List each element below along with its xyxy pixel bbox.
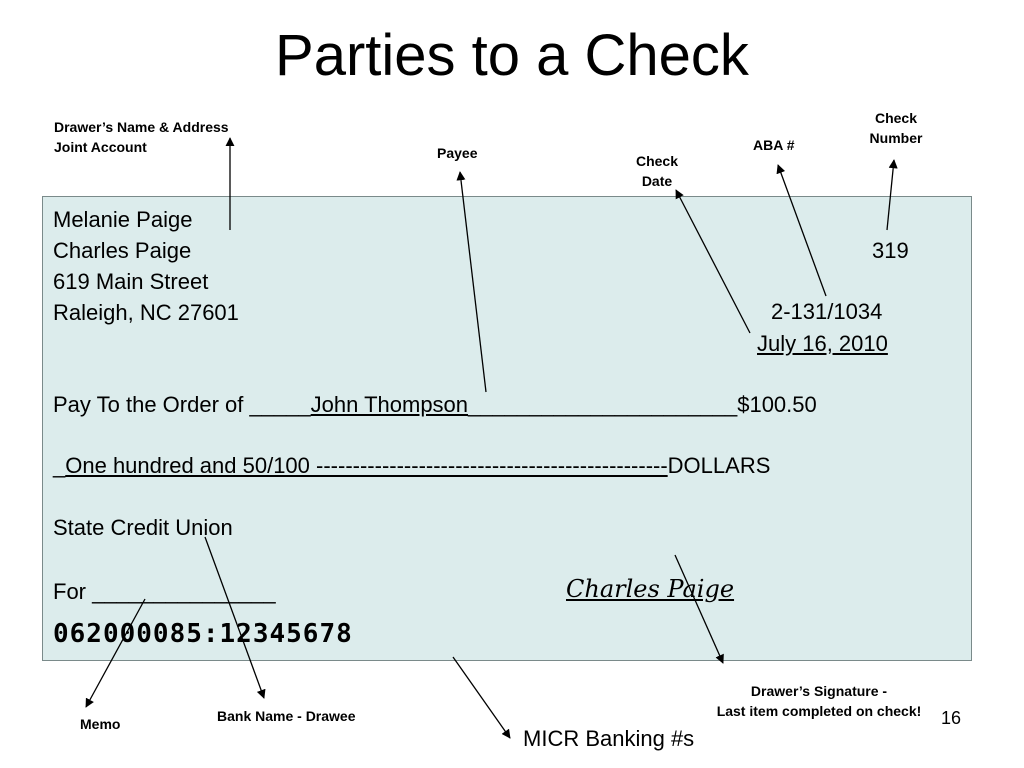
amount-words-suffix: DOLLARS (667, 453, 771, 478)
check-body (42, 196, 972, 661)
drawer-name-1: Melanie Paige (53, 207, 193, 232)
signature-label-line1: Drawer’s Signature - (750, 683, 888, 699)
arrow-memo (85, 598, 146, 708)
check-date: July 16, 2010 (757, 331, 888, 356)
page-number: 16 (941, 708, 962, 728)
drawer-street: 619 Main Street (53, 269, 209, 294)
check-number-label-line1: Check (874, 110, 918, 126)
pay-to-fill: ______________________ (468, 392, 738, 417)
signature: Charles Paige (566, 575, 735, 603)
arrow-bank-name (204, 536, 266, 699)
check-date-label-line2: Date (641, 173, 673, 189)
check-date-label: Check Date (622, 151, 692, 191)
arrow-payee (456, 171, 487, 393)
pay-to-line: Pay To the Order of _____John Thompson__… (53, 392, 817, 418)
drawer-name-label-line1: Drawer’s Name & Address (54, 119, 229, 135)
memo-line: For _______________ (53, 579, 276, 604)
pay-to-prefix: Pay To the Order of _____ (53, 392, 311, 417)
payee-name: John Thompson (310, 392, 469, 417)
signature-label: Drawer’s Signature - Last item completed… (686, 681, 952, 721)
amount-words: One hundred and 50/100 -----------------… (65, 453, 668, 478)
arrow-check-date (675, 189, 751, 334)
drawer-name-2: Charles Paige (53, 238, 192, 263)
arrow-signature (674, 554, 724, 664)
signature-label-line2: Last item completed on check! (716, 703, 922, 719)
aba-label: ABA # (753, 137, 795, 153)
memo-label: Memo (80, 716, 121, 732)
aba-number: 2-131/1034 (771, 299, 883, 324)
arrow-micr (452, 656, 511, 739)
check-date-label-line1: Check (635, 153, 679, 169)
check-number: 319 (872, 238, 909, 263)
bank-name-label: Bank Name - Drawee (217, 708, 356, 724)
micr-label: MICR Banking #s (523, 726, 695, 751)
drawer-city: Raleigh, NC 27601 (53, 300, 239, 325)
slide-title: Parties to a Check (275, 23, 749, 88)
drawer-name-label: Drawer’s Name & Address Joint Account (54, 117, 229, 157)
arrow-check-number (886, 159, 898, 231)
amount-words-line: _One hundred and 50/100 ----------------… (53, 453, 770, 479)
check-amount: $100.50 (737, 392, 817, 417)
check-number-label: Check Number (858, 108, 934, 148)
payee-label: Payee (437, 145, 478, 161)
arrow-aba (776, 164, 827, 297)
check-number-label-line2: Number (869, 130, 923, 146)
micr-line: 062000085:12345678 (53, 619, 353, 649)
drawer-name-label-line2: Joint Account (54, 139, 147, 155)
bank-name: State Credit Union (53, 515, 233, 540)
amount-words-prefix: _ (53, 453, 66, 478)
